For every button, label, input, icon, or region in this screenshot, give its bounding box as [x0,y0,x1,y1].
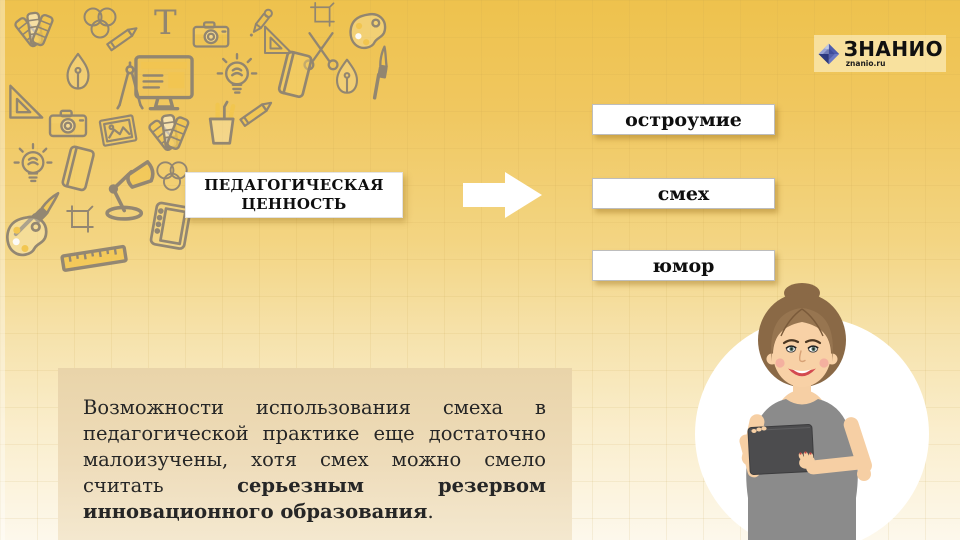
doodle-light-bulb-icon [13,142,53,183]
source-box-pedagogical-value: ПЕДАГОГИЧЕСКАЯ ЦЕННОСТЬ [185,172,403,218]
doodle-crop-icon [66,205,94,233]
doodle-swatch-fan-icon [146,113,191,153]
doodle-desk-lamp-icon [105,160,155,221]
paragraph-line: педагогической практике еще достаточно [83,422,546,445]
doodle-palette-icon [5,215,48,257]
znanio-logo: ЗНАНИО znanio.ru [814,35,946,72]
doodle-set-square-icon [264,25,293,54]
right-block-arrow-icon [463,172,542,218]
doodle-picture-frame-icon [98,114,138,147]
doodle-pencil-icon [239,98,275,127]
logo-text: ЗНАНИО znanio.ru [844,39,943,68]
doodle-pen-nib-icon [335,58,359,94]
paragraph-line: считать серьезным резервом [83,474,546,497]
doodle-notebook-icon [276,49,314,99]
doodle-swatch-fan-icon [12,11,55,49]
gem-diamond-icon [818,43,840,64]
doodle-notebook-icon [60,144,96,193]
woman-with-tablet-illustration [695,283,929,540]
body-paragraph: Возможности использования смеха в педагог… [83,395,546,525]
doodle-circles-icon [156,161,188,191]
doodle-pencil-icon [106,24,140,52]
doodle-ruler-icon [60,244,128,273]
target-box-wit: остроумие [592,104,775,135]
logo-site: znanio.ru [845,59,886,69]
paragraph-line: малоизучены, хотя смех можно смело [83,448,546,471]
doodle-letter-t-icon [154,3,177,43]
doodle-compass-icon [116,61,144,110]
body-text-panel: Возможности использования смеха в педагог… [58,368,572,540]
left-edge-highlight [0,0,5,540]
doodle-camera-icon [48,109,88,138]
target-box-humor: юмор [592,250,775,281]
doodle-monitor-icon [134,55,194,111]
doodle-light-bulb-icon [216,53,258,94]
paragraph-line: Возможности использования смеха в [83,396,546,419]
doodle-brush-icon [352,44,407,100]
target-box-laughter: смех [592,178,775,209]
doodle-camera-icon [192,21,230,48]
doodle-crop-icon [310,2,335,27]
doodle-collage: T [5,2,407,273]
doodle-palette-icon [349,12,387,50]
doodle-pencil-cup-icon [210,102,233,143]
doodle-eyedropper-icon [246,7,275,40]
paragraph-line: инновационного образования. [83,500,434,523]
doodle-set-square-icon [9,84,44,119]
doodle-circles-icon [83,7,117,39]
doodle-pen-nib-icon [66,52,90,90]
logo-brand: ЗНАНИО [843,37,943,62]
woman [739,283,872,540]
